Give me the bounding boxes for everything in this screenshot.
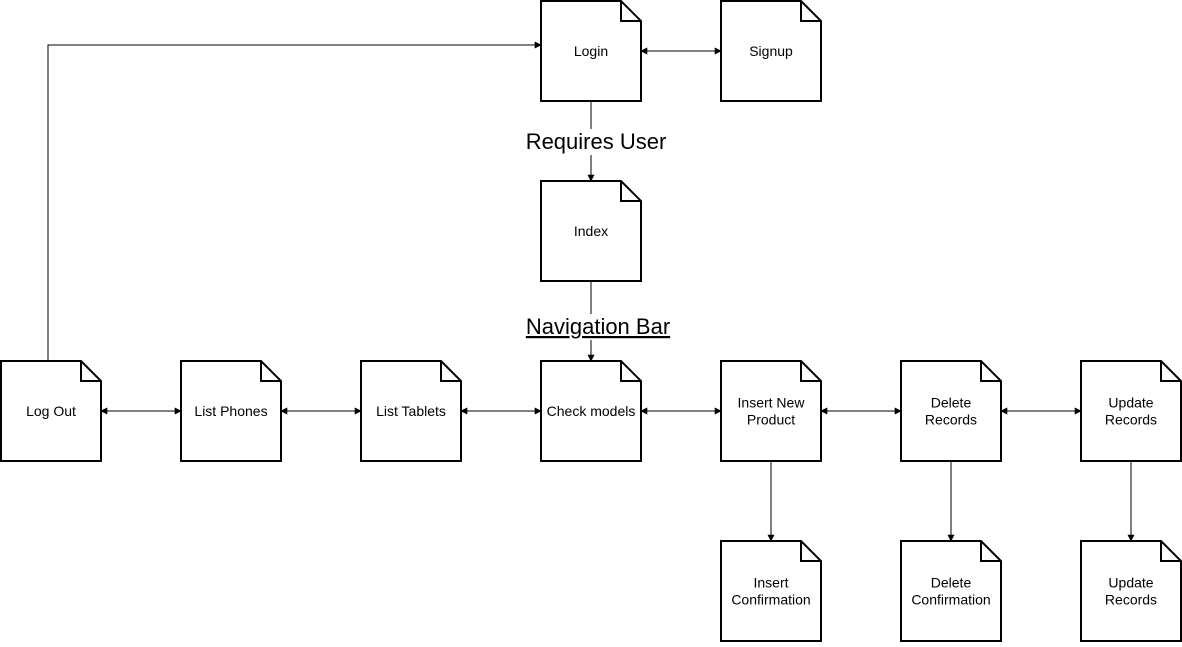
document-fold (620, 1, 641, 22)
document-shape (540, 360, 642, 462)
edge-logout-to-login (47, 41, 542, 361)
document-fold (620, 361, 641, 382)
node-label: Records (1105, 592, 1157, 608)
edge-label-bg (516, 129, 676, 155)
document-shape (360, 360, 462, 462)
document-fold (620, 181, 641, 202)
document-shape (900, 540, 1002, 642)
node-label: Insert (753, 575, 788, 591)
node-list-tablets[interactable]: List Tablets (360, 360, 462, 462)
node-label: Check models (547, 403, 636, 419)
document-shape (720, 0, 822, 102)
node-signup[interactable]: Signup (720, 0, 822, 102)
node-label: Records (1105, 412, 1157, 428)
node-label: Records (925, 412, 977, 428)
node-label: Insert New (738, 395, 806, 411)
document-shape (540, 0, 642, 102)
node-label: Confirmation (731, 592, 810, 608)
document-fold (980, 541, 1001, 562)
node-label: Confirmation (911, 592, 990, 608)
document-shape (1080, 540, 1182, 642)
node-check-models[interactable]: Check models (540, 360, 642, 462)
node-logout[interactable]: Log Out (0, 360, 102, 462)
node-label: Update (1108, 395, 1153, 411)
edge-label-login-to-index: Requires User (526, 129, 667, 154)
edge-label-bg (518, 314, 678, 340)
document-fold (80, 361, 101, 382)
node-label: List Tablets (376, 403, 446, 419)
document-shape (900, 360, 1002, 462)
document-shape (720, 540, 822, 642)
edge-label-index-to-check-models: Navigation Bar (526, 314, 670, 339)
document-fold (1160, 541, 1181, 562)
node-index[interactable]: Index (540, 180, 642, 282)
document-shape (0, 360, 102, 462)
document-fold (440, 361, 461, 382)
document-fold (800, 541, 821, 562)
node-label: Delete (931, 575, 972, 591)
document-shape (180, 360, 282, 462)
node-label: Update (1108, 575, 1153, 591)
document-fold (980, 361, 1001, 382)
node-login[interactable]: Login (540, 0, 642, 102)
node-list-phones[interactable]: List Phones (180, 360, 282, 462)
document-shape (1080, 360, 1182, 462)
document-shape (720, 360, 822, 462)
node-label: Log Out (26, 403, 76, 419)
node-label: Product (747, 412, 795, 428)
document-fold (800, 1, 821, 22)
document-shape (540, 180, 642, 282)
node-label: Login (574, 43, 608, 59)
node-label: Index (574, 223, 608, 239)
edges (47, 41, 1135, 542)
document-fold (1160, 361, 1181, 382)
node-label: Signup (749, 43, 793, 59)
node-label: List Phones (194, 403, 267, 419)
document-fold (260, 361, 281, 382)
node-label: Delete (931, 395, 972, 411)
document-fold (800, 361, 821, 382)
